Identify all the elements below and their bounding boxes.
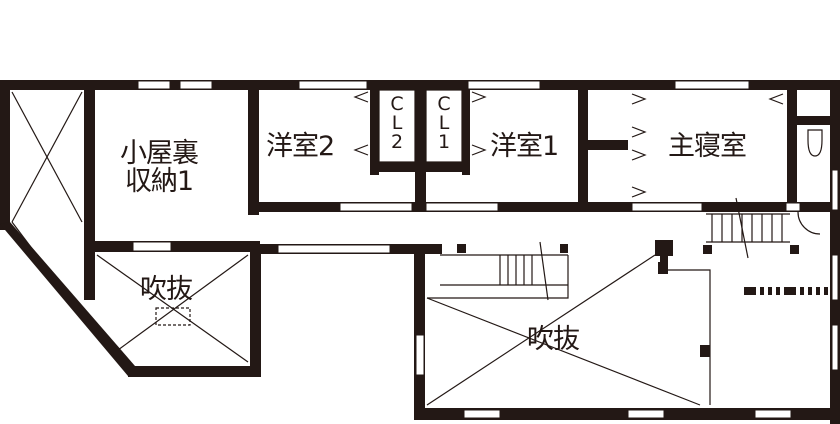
attic-storage-line2: 収納1 bbox=[124, 166, 194, 198]
room-western-1-label: 洋室1 bbox=[490, 131, 559, 162]
windows bbox=[132, 80, 839, 419]
room-western-2-label: 洋室2 bbox=[266, 131, 335, 162]
void-large-label: 吹抜 bbox=[527, 324, 580, 355]
closet-1-l: L bbox=[438, 112, 450, 134]
closet-2-n: 2 bbox=[390, 131, 404, 153]
fixtures bbox=[11, 89, 823, 406]
closet-2-label: C L 2 bbox=[388, 95, 406, 152]
attic-storage-line1: 小屋裏 bbox=[120, 138, 199, 169]
closet-1-c: C bbox=[437, 93, 451, 115]
closet-2-c: C bbox=[390, 93, 404, 115]
room-master-bedroom-label: 主寝室 bbox=[668, 131, 747, 162]
room-attic-storage-label: 小屋裏 収納1 bbox=[120, 138, 199, 198]
closet-2-l: L bbox=[391, 112, 403, 134]
closet-1-label: C L 1 bbox=[435, 95, 453, 152]
walls bbox=[0, 80, 840, 424]
closet-1-n: 1 bbox=[437, 131, 451, 153]
void-small-label: 吹抜 bbox=[140, 274, 193, 305]
